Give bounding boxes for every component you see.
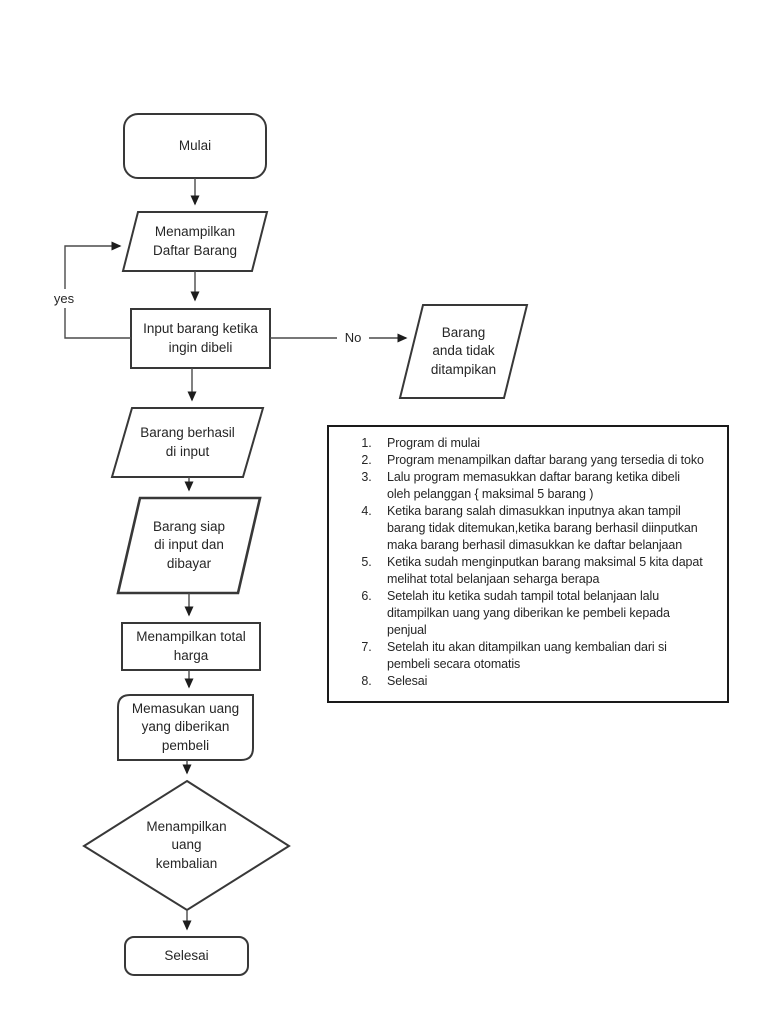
- notes-box: Program di mulaiProgram menampilkan daft…: [327, 425, 729, 703]
- insert-money-node-shape: [117, 694, 254, 761]
- end-node-shape: [124, 936, 249, 976]
- note-item: Lalu program memasukkan daftar barang ke…: [375, 469, 721, 503]
- yes-edge-label: yes: [46, 289, 82, 308]
- input-item-node-shape: [130, 308, 271, 369]
- ready-pay-node-shape: [116, 496, 262, 595]
- total-price-node-shape: [121, 622, 261, 671]
- no-edge-label: No: [337, 328, 369, 347]
- input-success-node-shape: [110, 407, 265, 478]
- start-node-shape: [123, 113, 267, 179]
- not-displayed-node-shape: [398, 304, 529, 399]
- note-item: Selesai: [375, 673, 721, 690]
- note-item: Ketika sudah menginputkan barang maksima…: [375, 554, 721, 588]
- show-change-node-shape: [82, 779, 291, 912]
- note-item: Setelah itu ketika sudah tampil total be…: [375, 588, 721, 639]
- display-list-node-shape: [121, 211, 269, 272]
- note-item: Ketika barang salah dimasukkan inputnya …: [375, 503, 721, 554]
- note-item: Setelah itu akan ditampilkan uang kembal…: [375, 639, 721, 673]
- note-item: Program di mulai: [375, 435, 721, 452]
- notes-list: Program di mulaiProgram menampilkan daft…: [329, 427, 727, 690]
- note-item: Program menampilkan daftar barang yang t…: [375, 452, 721, 469]
